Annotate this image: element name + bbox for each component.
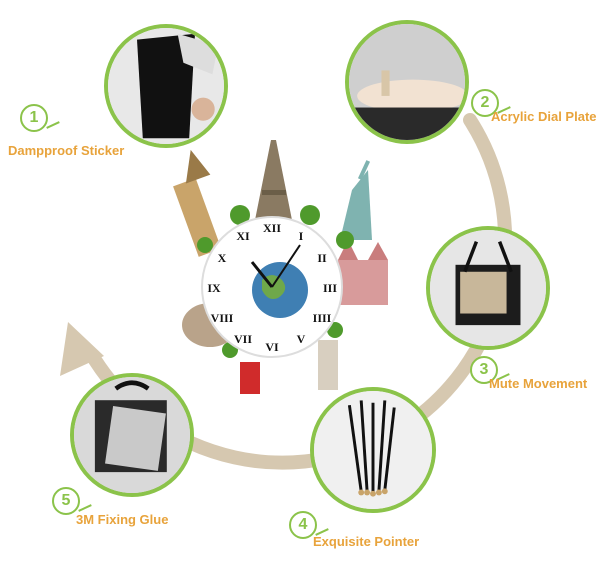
step-label-5: 3M Fixing Glue <box>76 512 169 527</box>
step-label-3: Mute Movement <box>489 376 588 391</box>
step-number-2: 2 <box>471 89 499 117</box>
photo-3m-fixing-glue <box>70 373 194 497</box>
numeral-10: X <box>218 251 227 265</box>
step-number-1: 1 <box>20 104 48 132</box>
numeral-12: XII <box>263 221 281 235</box>
numeral-3: III <box>323 281 337 295</box>
clock-numerals: XII I II III IIII V VI VII VIII IX X XI <box>207 221 337 354</box>
step-label-1: Dampproof Sticker <box>8 143 125 158</box>
numeral-4: IIII <box>313 311 332 325</box>
photo-acrylic-dial-plate <box>345 20 469 144</box>
numeral-6: VI <box>265 340 279 354</box>
photo-dampproof-sticker <box>104 24 228 148</box>
cathedral-icon <box>338 240 388 305</box>
numeral-1: I <box>299 229 304 243</box>
numeral-5: V <box>297 332 306 346</box>
numeral-7: VII <box>234 332 252 346</box>
numeral-9: IX <box>207 281 221 295</box>
photo-exquisite-pointer <box>310 387 436 513</box>
step-label-2: Acrylic Dial Plate <box>491 109 597 124</box>
numeral-2: II <box>317 251 327 265</box>
pagoda-icon <box>318 340 338 390</box>
step-number-4: 4 <box>289 511 317 539</box>
eiffel-tower-icon <box>255 140 292 220</box>
numeral-8: VIII <box>211 311 234 325</box>
step-number-5: 5 <box>52 487 80 515</box>
step-number-3: 3 <box>470 356 498 384</box>
arrow-head <box>60 322 104 376</box>
step-label-4: Exquisite Pointer <box>313 534 420 549</box>
numeral-11: XI <box>236 229 250 243</box>
statue-of-liberty-icon <box>340 160 372 240</box>
big-ben-icon <box>173 149 222 257</box>
photo-mute-movement <box>426 226 550 350</box>
minute-hand <box>271 244 301 288</box>
phone-booth-icon <box>240 362 260 394</box>
hour-hand <box>250 261 274 288</box>
trees-decoration <box>197 205 354 358</box>
